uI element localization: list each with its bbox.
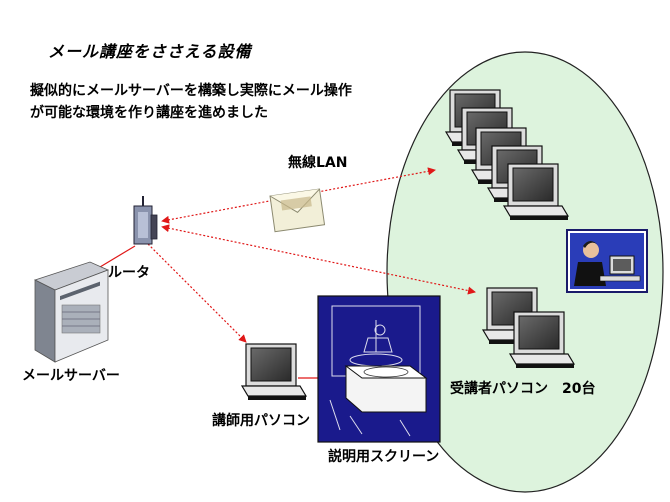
server-to-router-link [94,245,136,271]
server-icon [33,261,110,363]
student-pcs-label: 受講者パソコン 20台 [450,381,596,397]
router-to-instructor-arrow [147,243,247,343]
instructor-pc-label: 講師用パソコン [212,413,310,429]
wireless-arrow-to-students-lower [161,224,476,295]
description-line-2: が可能な環境を作り講座を進めました [30,105,268,121]
projector-screen-icon [317,295,441,443]
router-label: ルータ [108,265,150,281]
laptop-icon [241,343,307,401]
router-icon [133,196,158,245]
page-title: メール講座をささえる設備 [48,42,252,61]
person-at-computer-icon [566,229,648,293]
mail-server-label: メールサーバー [22,368,120,384]
wireless-lan-label: 無線LAN [288,155,348,171]
wireless-arrow-to-students [161,167,436,224]
envelope-icon [269,188,326,233]
description-line-1: 擬似的にメールサーバーを構築し実際にメール操作 [30,83,352,99]
description: 擬似的にメールサーバーを構築し実際にメール操作 が可能な環境を作り講座を進めまし… [30,80,352,124]
screen-label: 説明用スクリーン [328,449,440,465]
